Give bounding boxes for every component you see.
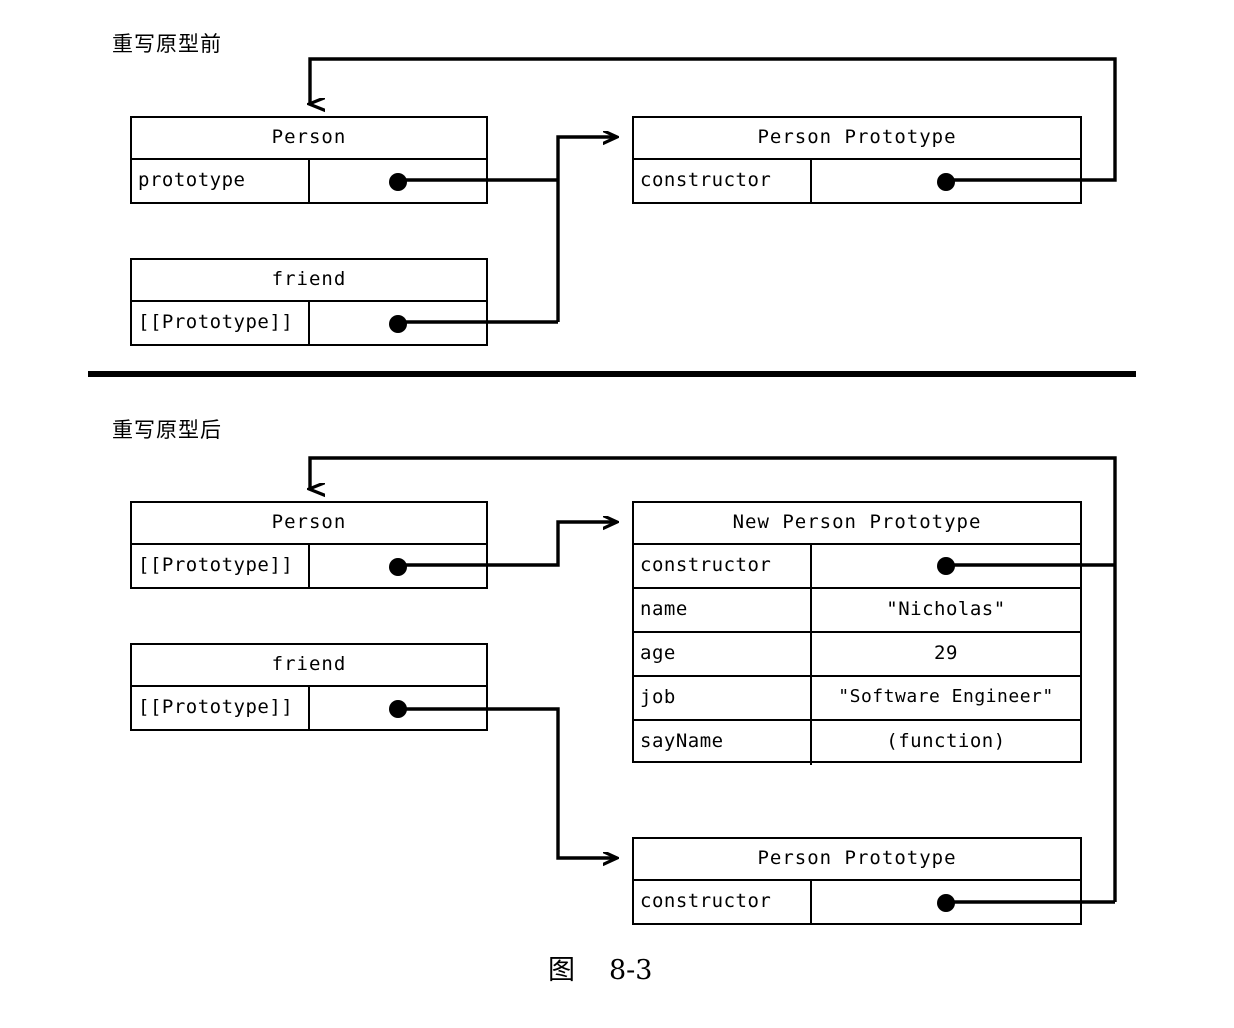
object-title-person-before: Person	[132, 118, 486, 160]
table-row: [[Prototype]]	[132, 545, 486, 589]
object-box-person-before: Person prototype	[130, 116, 488, 204]
row-value-name: "Nicholas"	[886, 598, 1006, 620]
section-caption-before: 重写原型前	[112, 32, 222, 56]
pointer-dot-icon	[389, 173, 407, 191]
row-key-internal-prototype: [[Prototype]]	[132, 545, 310, 589]
row-value-job: "Software Engineer"	[838, 686, 1054, 707]
object-box-person-after: Person [[Prototype]]	[130, 501, 488, 589]
row-value-sayname: (function)	[886, 730, 1006, 752]
table-row: name "Nicholas"	[634, 589, 1080, 633]
row-value-pointer	[812, 160, 1080, 204]
pointer-dot-icon	[937, 557, 955, 575]
table-row: age 29	[634, 633, 1080, 677]
pointer-dot-icon	[389, 700, 407, 718]
table-row: constructor	[634, 160, 1080, 204]
pointer-dot-icon	[937, 894, 955, 912]
row-value-pointer	[310, 160, 486, 204]
figure-caption-label: 图	[548, 955, 575, 986]
table-row: prototype	[132, 160, 486, 204]
row-value-pointer	[310, 545, 486, 589]
object-title-person-prototype-after: Person Prototype	[634, 839, 1080, 881]
row-key-sayname: sayName	[634, 721, 812, 765]
row-key-constructor: constructor	[634, 545, 812, 587]
object-title-new-person-prototype: New Person Prototype	[634, 503, 1080, 545]
object-box-friend-after: friend [[Prototype]]	[130, 643, 488, 731]
figure-caption-number: 8-3	[609, 955, 653, 986]
object-box-person-prototype-before: Person Prototype constructor	[632, 116, 1082, 204]
row-value-pointer	[310, 687, 486, 731]
table-row: job "Software Engineer"	[634, 677, 1080, 721]
pointer-dot-icon	[937, 173, 955, 191]
table-row: [[Prototype]]	[132, 687, 486, 731]
figure-caption: 图 8-3	[548, 948, 652, 987]
row-key-constructor: constructor	[634, 881, 812, 925]
object-box-friend-before: friend [[Prototype]]	[130, 258, 488, 346]
row-key-constructor: constructor	[634, 160, 812, 204]
row-value-age: 29	[934, 642, 958, 664]
object-title-person-prototype-before: Person Prototype	[634, 118, 1080, 160]
row-key-name: name	[634, 589, 812, 631]
object-box-new-person-prototype: New Person Prototype constructor name "N…	[632, 501, 1082, 765]
row-value-pointer	[812, 545, 1080, 587]
row-key-internal-prototype: [[Prototype]]	[132, 687, 310, 731]
section-divider	[88, 371, 1136, 377]
table-row: constructor	[634, 545, 1080, 589]
object-box-person-prototype-after: Person Prototype constructor	[632, 837, 1082, 925]
pointer-dot-icon	[389, 315, 407, 333]
table-row: [[Prototype]]	[132, 302, 486, 346]
pointer-dot-icon	[389, 558, 407, 576]
row-value-pointer	[812, 881, 1080, 925]
row-key-prototype: prototype	[132, 160, 310, 204]
row-key-age: age	[634, 633, 812, 675]
object-title-friend-after: friend	[132, 645, 486, 687]
wire-friend-to-person-prototype	[399, 707, 616, 858]
object-title-person-after: Person	[132, 503, 486, 545]
wire-trunk-to-person-prototype	[556, 137, 616, 322]
row-key-job: job	[634, 677, 812, 719]
table-row: sayName (function)	[634, 721, 1080, 765]
table-row: constructor	[634, 881, 1080, 925]
row-value-pointer	[310, 302, 486, 346]
section-caption-after: 重写原型后	[112, 418, 222, 442]
row-key-internal-prototype: [[Prototype]]	[132, 302, 310, 346]
object-title-friend-before: friend	[132, 260, 486, 302]
